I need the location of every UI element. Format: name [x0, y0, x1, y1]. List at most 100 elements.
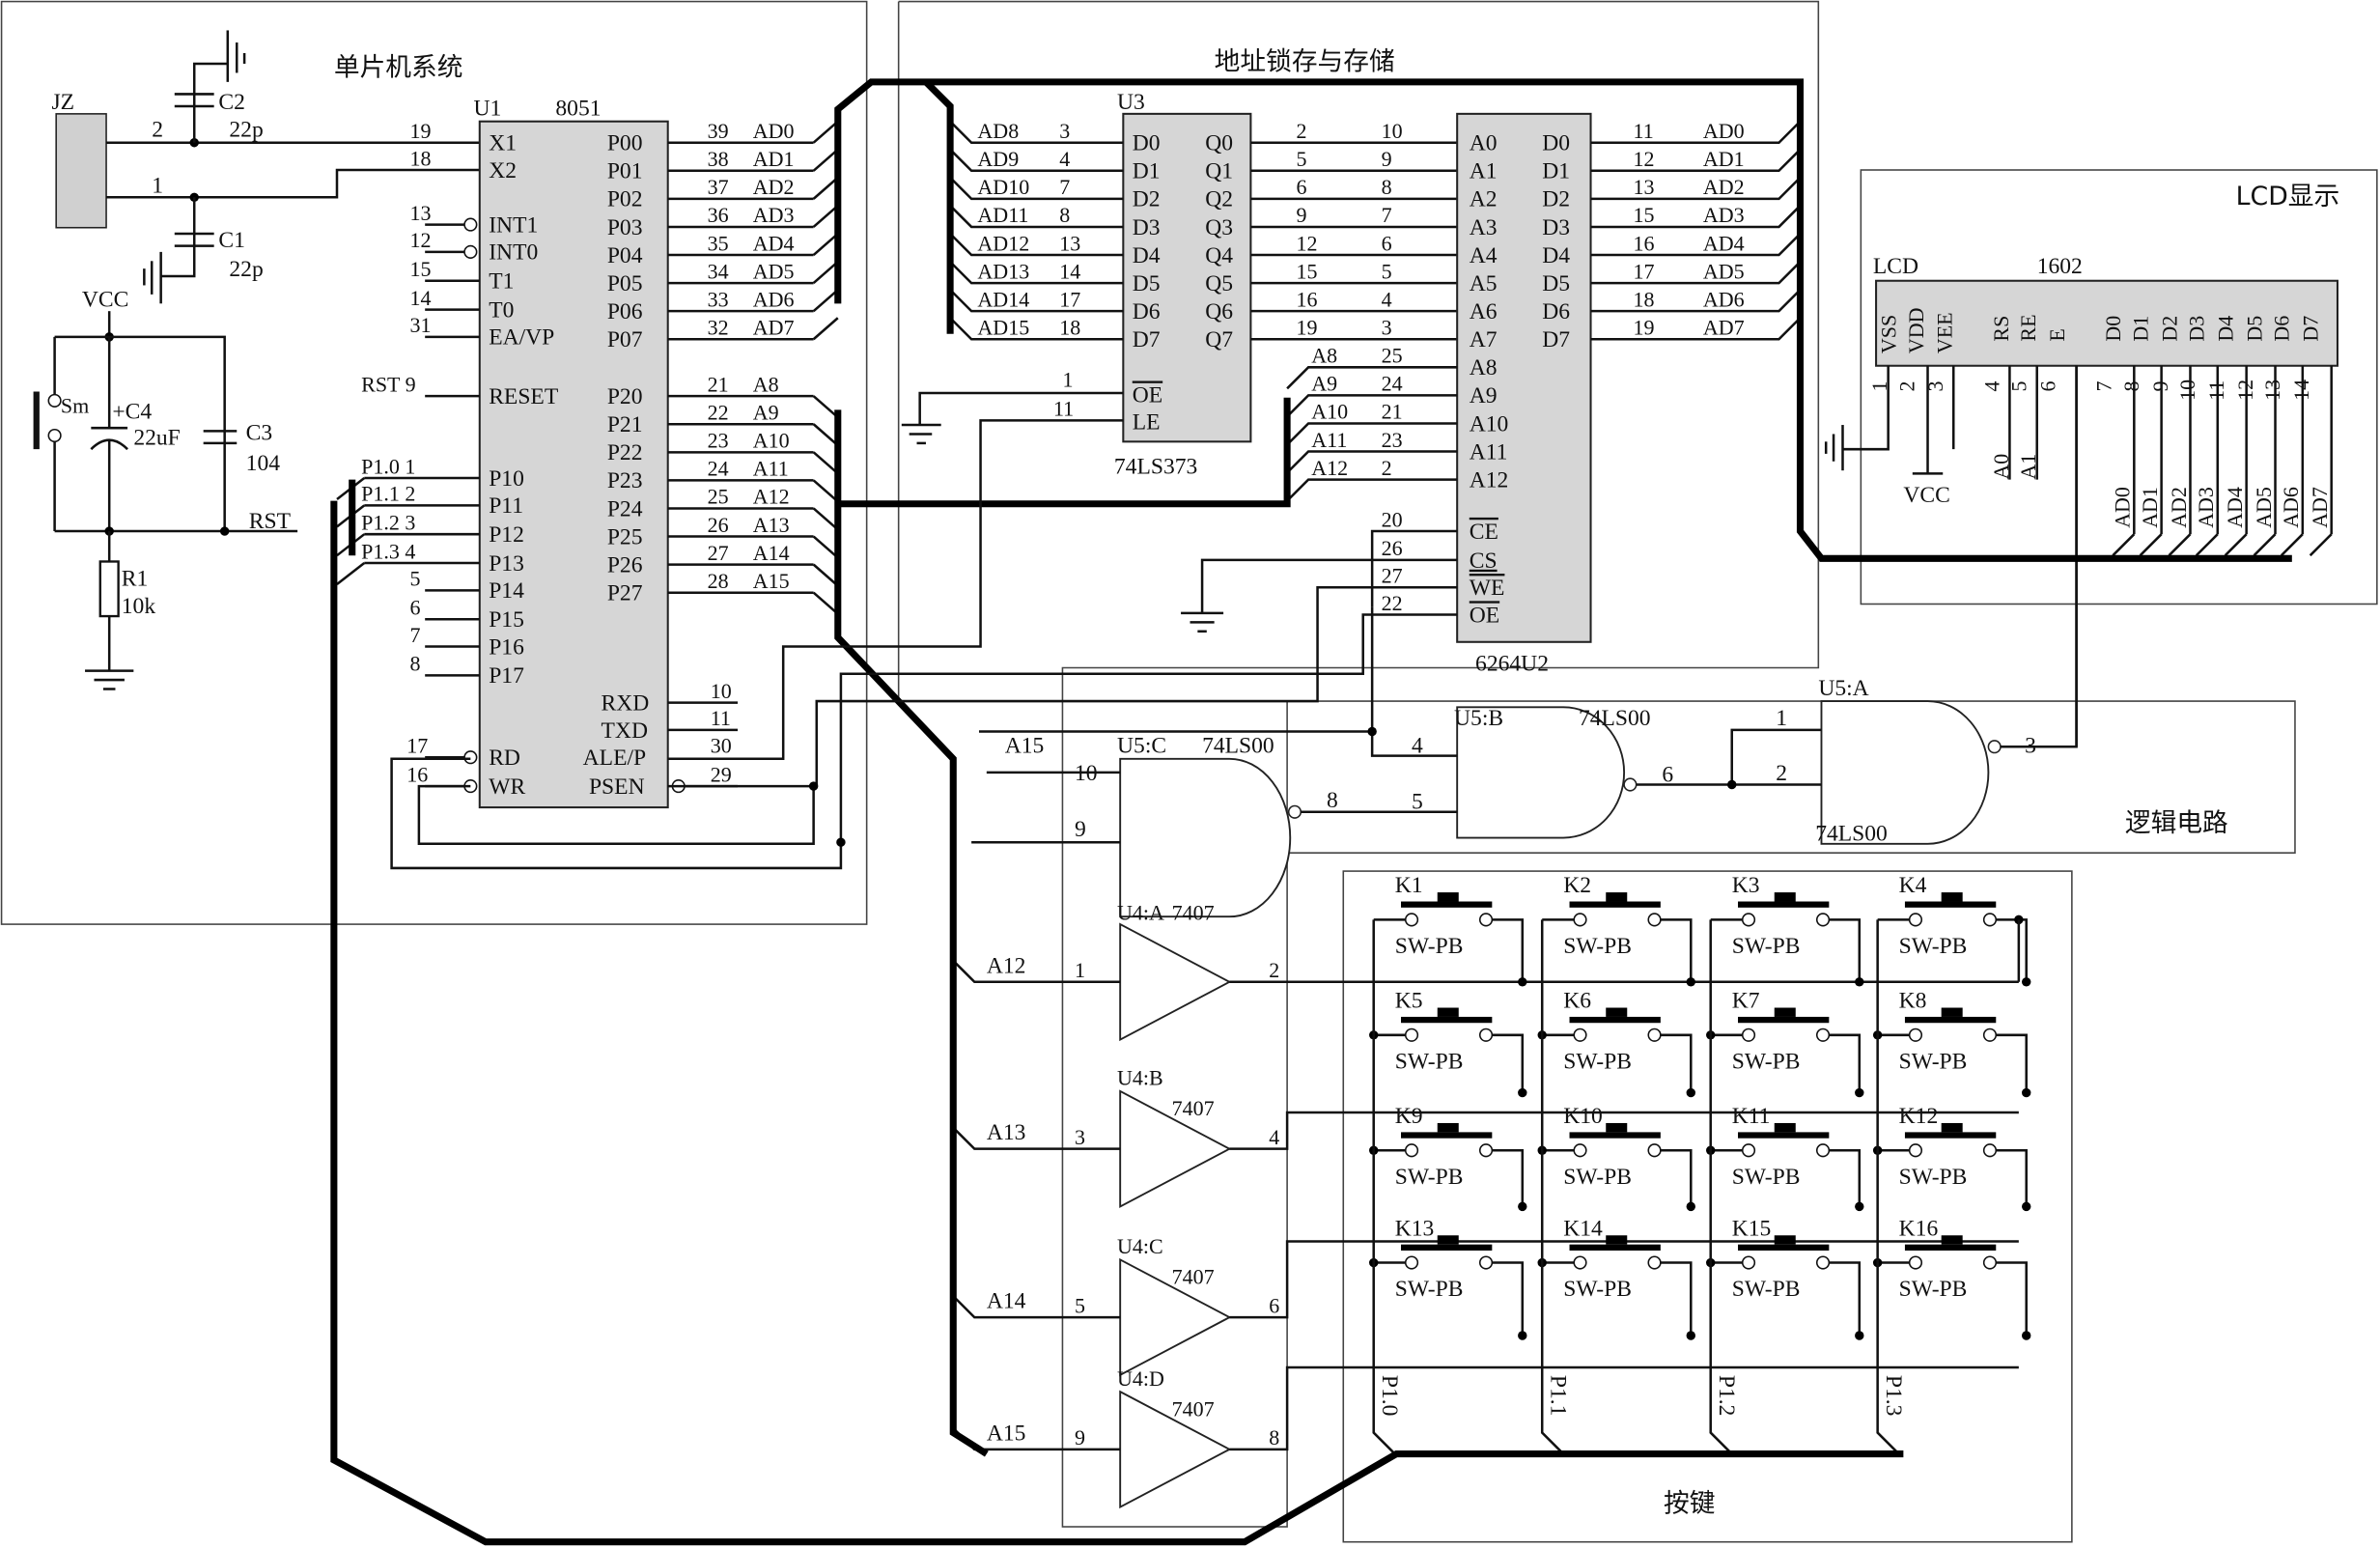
key-type-label: SW-PB: [1395, 934, 1464, 959]
wire: [2224, 533, 2248, 557]
net-label-ad7: AD7: [2308, 487, 2332, 528]
u1-pin-name-p03: P03: [607, 215, 643, 240]
net-label-ad1: AD1: [2138, 487, 2162, 528]
key-plunger: [1401, 901, 1493, 908]
u1-pin-name-p26: P26: [607, 552, 643, 577]
wire: [1829, 918, 1862, 982]
u1-pin-num: P1.0 1: [361, 454, 415, 478]
u5a-in2: 2: [1776, 761, 1787, 786]
key-cap: [1774, 1122, 1796, 1133]
u1-pin-num: 7: [409, 623, 420, 647]
key-plunger: [1738, 1244, 1830, 1251]
u1-pin-num: 13: [409, 201, 431, 225]
net-label-ad10: AD10: [977, 175, 1029, 199]
u1-pin-num: RST 9: [361, 372, 415, 396]
u5a-part: 74LS00: [1815, 822, 1888, 847]
section-title-keys: 按键: [1664, 1488, 1715, 1518]
u3-pin-name-d7: D7: [1133, 327, 1161, 352]
key-contact: [1404, 1027, 1419, 1042]
u2-pin-name-a4: A4: [1470, 243, 1498, 268]
u2-pin-name-d5: D5: [1542, 271, 1570, 296]
wire: [1996, 1148, 2028, 1207]
u1-pin-name-p10: P10: [489, 466, 524, 492]
u1-pin-name-int1: INT1: [489, 212, 538, 238]
section-title-mcu: 单片机系统: [334, 53, 463, 83]
lcd-pin-name-d4: D4: [2214, 316, 2238, 342]
u1-pin-num: 30: [711, 734, 732, 758]
lcd-pin-num: 7: [2092, 380, 2116, 391]
wire: [812, 148, 839, 172]
u1-pin-name-p01: P01: [607, 159, 643, 184]
u1-pin-name-t1: T1: [489, 269, 514, 295]
c3-label: C3: [246, 421, 273, 446]
junction-dot: [1518, 1087, 1527, 1098]
u1-pin-num: P1.3 4: [361, 539, 415, 563]
junction-dot: [1855, 1087, 1864, 1098]
wire: [1829, 1148, 1862, 1207]
wire: [2309, 533, 2333, 557]
junction-dot: [1518, 1331, 1527, 1340]
key-cap: [1437, 1122, 1459, 1133]
key-label-k3: K3: [1732, 873, 1760, 898]
net-label-ad15: AD15: [977, 316, 1029, 340]
inverted-pin-bubble: [463, 244, 478, 259]
u2-pin-name-d4: D4: [1542, 243, 1570, 268]
net-label-ad13: AD13: [977, 259, 1029, 283]
wire: [812, 176, 839, 200]
net-label-a11: A11: [753, 457, 789, 481]
key-cap: [1941, 1122, 1963, 1133]
net-label-ad5: AD5: [2252, 487, 2276, 528]
net-label-ad0: AD0: [753, 119, 795, 143]
u5b-part: 74LS00: [1579, 706, 1651, 731]
u1-pin-num: 39: [708, 119, 729, 143]
u3-pin-num: 1: [1062, 368, 1073, 392]
u1-pin-num: 28: [708, 569, 729, 593]
u1-pin-name-reset: RESET: [489, 384, 558, 409]
net-label-a15: A15: [753, 569, 790, 593]
wire: [812, 233, 839, 256]
key-plunger: [1401, 1016, 1493, 1024]
u3-pin-name-q2: Q2: [1205, 187, 1233, 212]
key-plunger: [1904, 1132, 1997, 1139]
u5c-out: 8: [1327, 788, 1338, 813]
net-label-ad5: AD5: [1703, 259, 1745, 283]
u1-pin-name-p04: P04: [607, 243, 643, 268]
u1-pin-num: 21: [708, 372, 729, 396]
wire: [812, 423, 839, 447]
junction-dot: [1855, 977, 1864, 987]
c2-value: 22p: [229, 117, 263, 142]
net-label-a8: A8: [753, 372, 779, 396]
lcd-pin-name-d6: D6: [2270, 316, 2294, 342]
keypad-matrix: K1SW-PBK2SW-PBK3SW-PBK4SW-PBK5SW-PBK6SW-…: [1369, 873, 2031, 1455]
buffer-pin-out: 4: [1269, 1125, 1279, 1149]
lcd-pin-name-d7: D7: [2299, 316, 2323, 342]
wire: [949, 289, 1124, 313]
u3-pin-name-q6: Q6: [1205, 299, 1233, 324]
key-cap: [1437, 1235, 1459, 1245]
key-contact: [1815, 913, 1831, 927]
wire: [1996, 1033, 2028, 1093]
net-label-ad6: AD6: [1703, 287, 1745, 311]
wire: [812, 507, 839, 531]
u2-pin-name-a2: A2: [1470, 187, 1498, 212]
net-label-ad2: AD2: [1703, 175, 1745, 199]
wire: [812, 289, 839, 313]
key-cap: [1941, 1235, 1963, 1245]
buffer-ref: U4:A: [1117, 900, 1164, 924]
c4-value: 22uF: [133, 425, 180, 450]
key-plunger: [1569, 1132, 1661, 1139]
key-type-label: SW-PB: [1732, 1165, 1801, 1190]
net-label-ad0: AD0: [1703, 119, 1745, 143]
u2-pin-num: 26: [1382, 536, 1403, 560]
reset-circuit: VCC Sm +C4 22uF C3 104 RST R1 10k: [33, 287, 298, 690]
key-cap: [1606, 1007, 1628, 1017]
buffer-pin-in: 9: [1075, 1425, 1085, 1449]
junction-dot: [1855, 1201, 1864, 1212]
u3-pin-num: 9: [1297, 203, 1307, 227]
u1-pin-name-rd: RD: [489, 746, 520, 771]
wire: [812, 451, 839, 475]
u1-pin-name-p16: P16: [489, 634, 524, 660]
net-label-a13: A13: [987, 1120, 1026, 1145]
wire: [1660, 1261, 1693, 1336]
